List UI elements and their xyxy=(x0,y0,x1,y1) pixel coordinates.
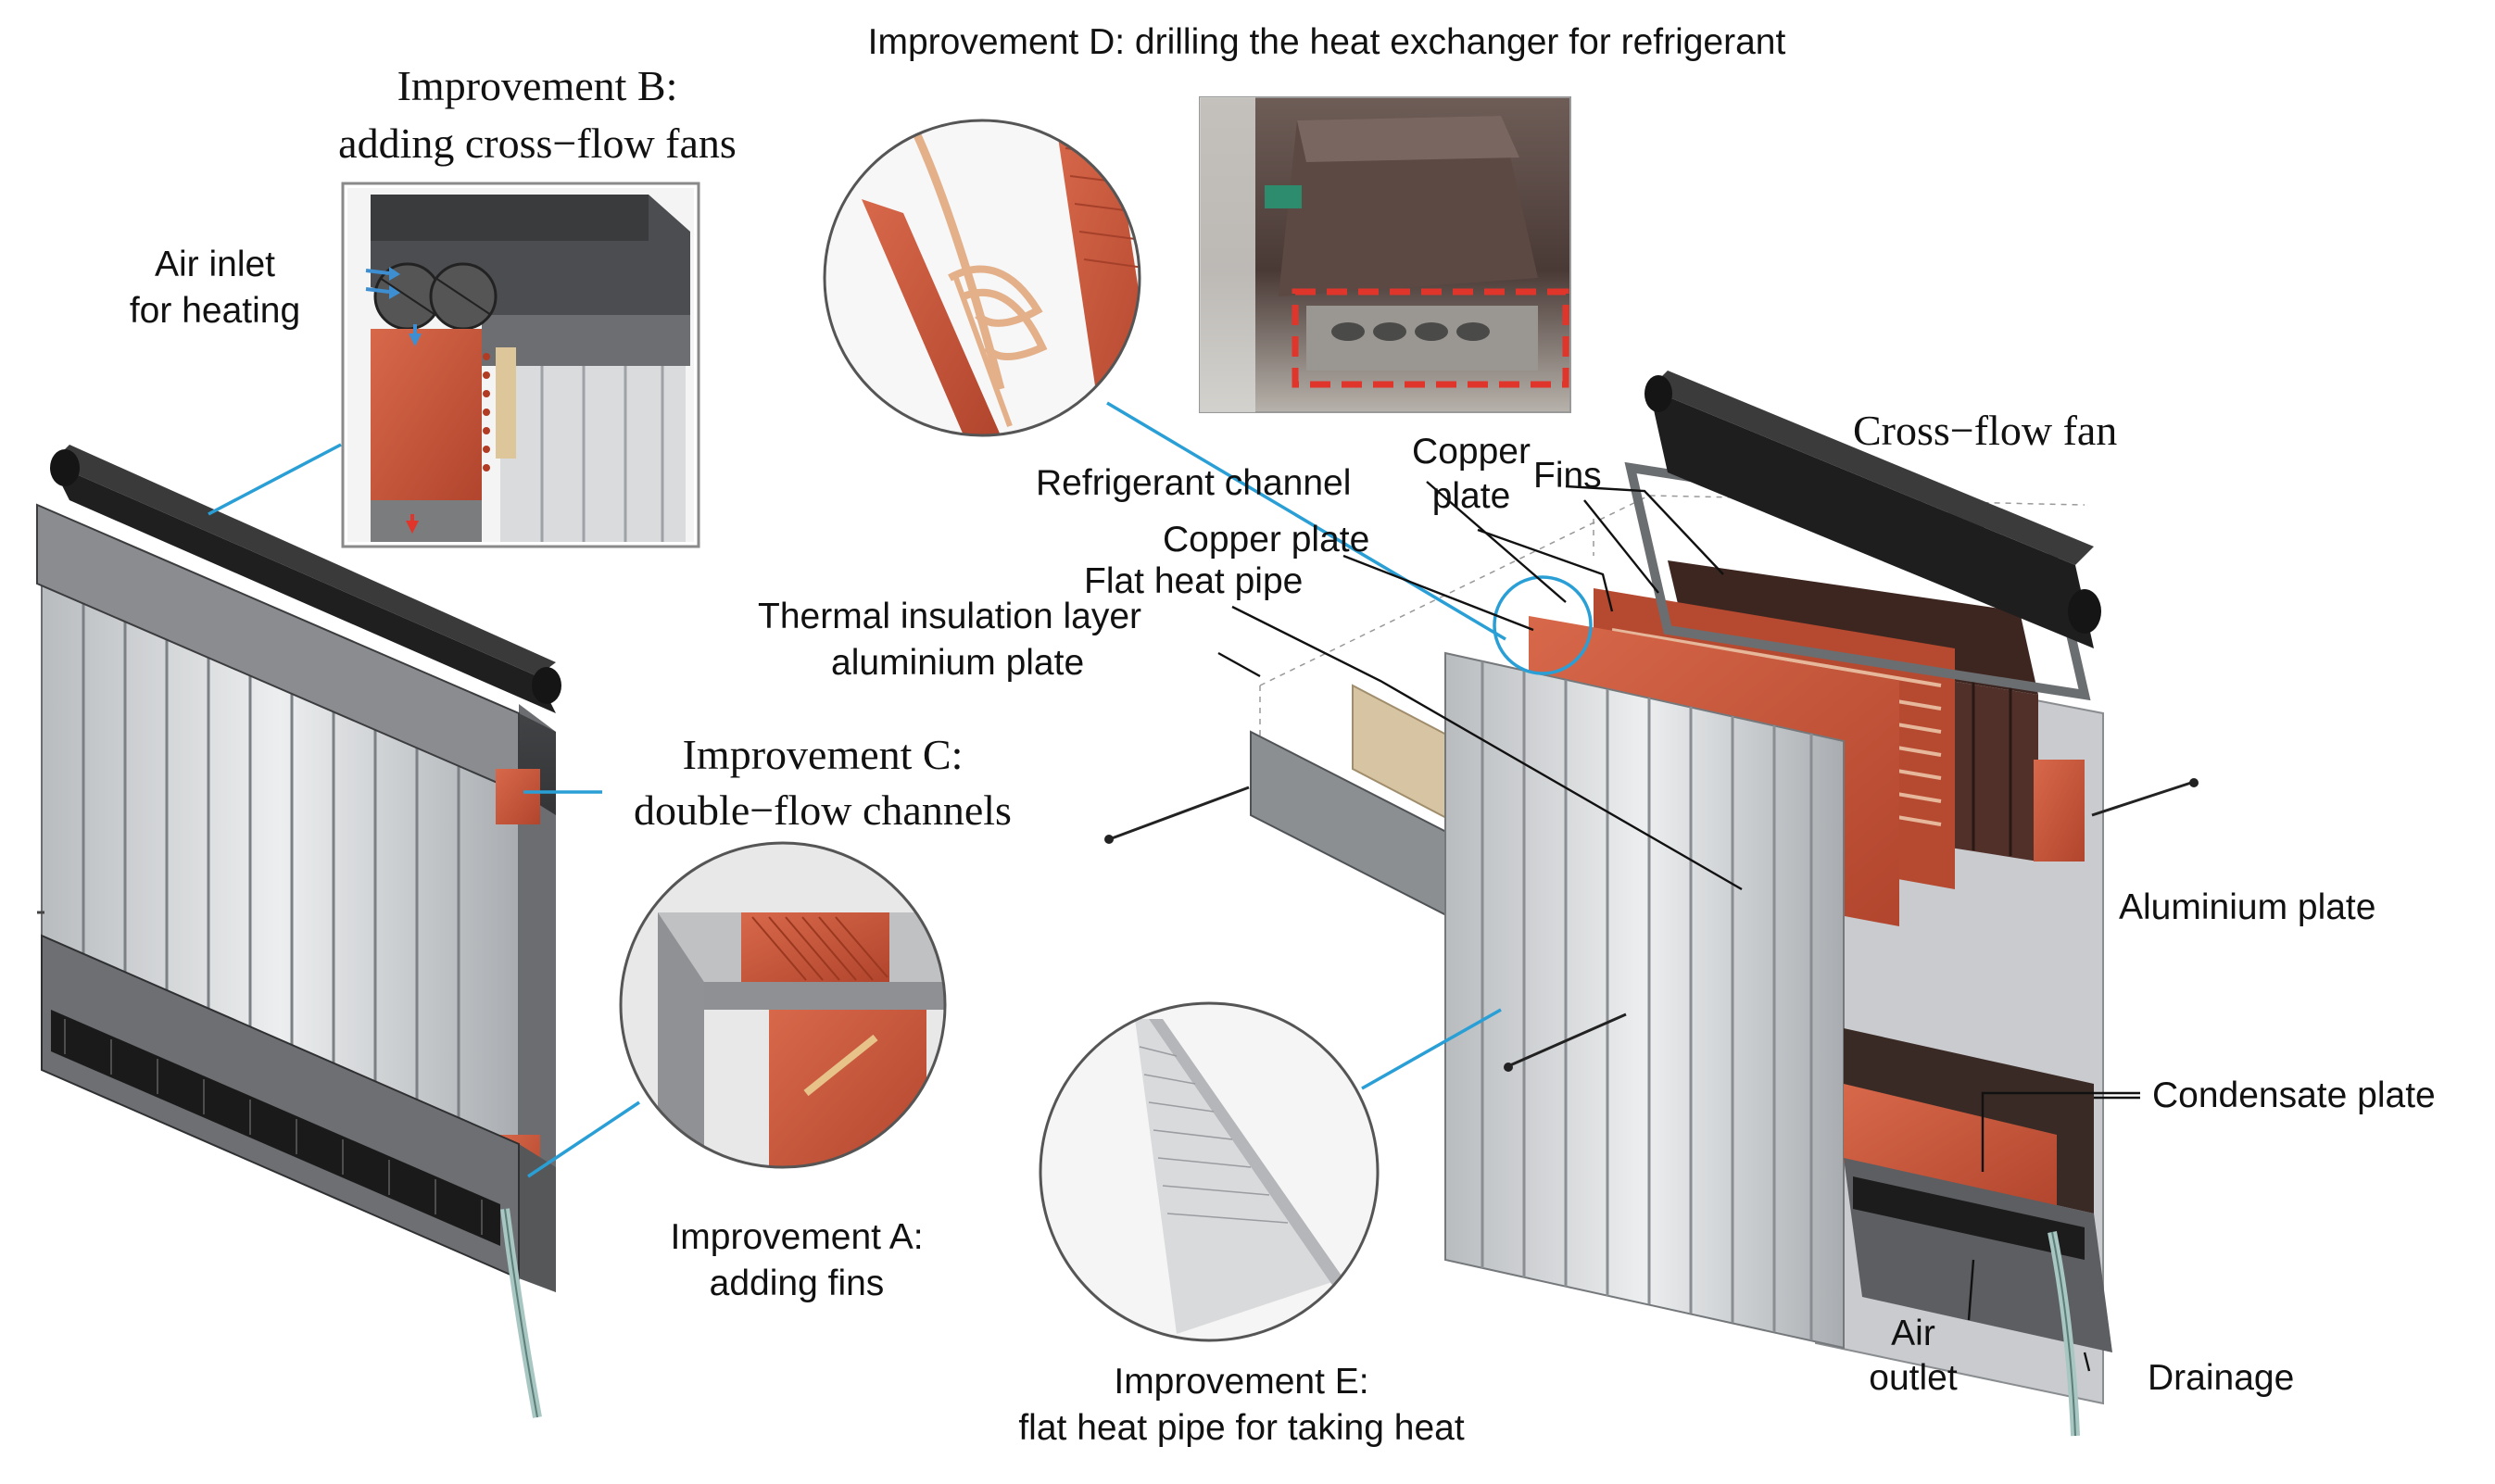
improvement-d-title: Improvement D: drilling the heat exchang… xyxy=(868,22,1786,62)
copper-plate-label: Copper plate xyxy=(1163,520,1369,560)
drainage-label: Drainage xyxy=(2148,1358,2294,1398)
improvement-a-title: Improvement A: xyxy=(670,1217,923,1257)
improvement-b-title: Improvement B: xyxy=(397,62,678,109)
air-inlet-label-2: for heating xyxy=(130,291,300,331)
aluminium-plate-label: Aluminium plate xyxy=(2119,887,2375,927)
thermal-insulation-label: Thermal insulation layer xyxy=(758,597,1141,636)
copper-plate-top-label: Copper xyxy=(1412,432,1531,472)
flat-heat-pipe-label: Flat heat pipe xyxy=(1084,561,1303,601)
callout-connectors xyxy=(208,401,1593,1178)
inset-e-flat-heat-pipe xyxy=(1039,1001,1380,1342)
fins-label: Fins xyxy=(1533,456,1602,496)
improvement-c-title: Improvement C: xyxy=(683,731,964,778)
inset-a-fins xyxy=(619,841,947,1169)
aluminium-plate-front-label: aluminium plate xyxy=(831,643,1084,683)
assembled-radiator xyxy=(36,445,561,1418)
inset-b-cross-flow-fans xyxy=(341,182,700,548)
inset-d-refrigerant xyxy=(823,119,1141,437)
copper-plate-top-label-2: plate xyxy=(1432,476,1511,516)
cross-flow-fan-label: Cross−flow fan xyxy=(1853,407,2117,454)
leader-lines xyxy=(1217,481,2140,1372)
air-outlet-label: Air xyxy=(1891,1314,1935,1353)
air-outlet-label-2: outlet xyxy=(1869,1358,1958,1398)
improvement-a-desc: adding fins xyxy=(710,1264,885,1303)
improvement-e-title: Improvement E: xyxy=(1114,1362,1368,1402)
exploded-assembly xyxy=(1104,371,2199,1437)
improvement-e-desc: flat heat pipe for taking heat xyxy=(1018,1408,1464,1448)
air-inlet-label: Air inlet xyxy=(155,245,275,284)
refrigerant-channel-label: Refrigerant channel xyxy=(1036,463,1351,503)
improvement-b-desc: adding cross−flow fans xyxy=(338,119,737,167)
condensate-plate-label: Condensate plate xyxy=(2152,1075,2436,1115)
inset-d-photo xyxy=(1199,96,1571,413)
text-labels: Improvement B: adding cross−flow fans Ai… xyxy=(130,22,2436,1448)
improvement-c-desc: double−flow channels xyxy=(634,786,1012,834)
